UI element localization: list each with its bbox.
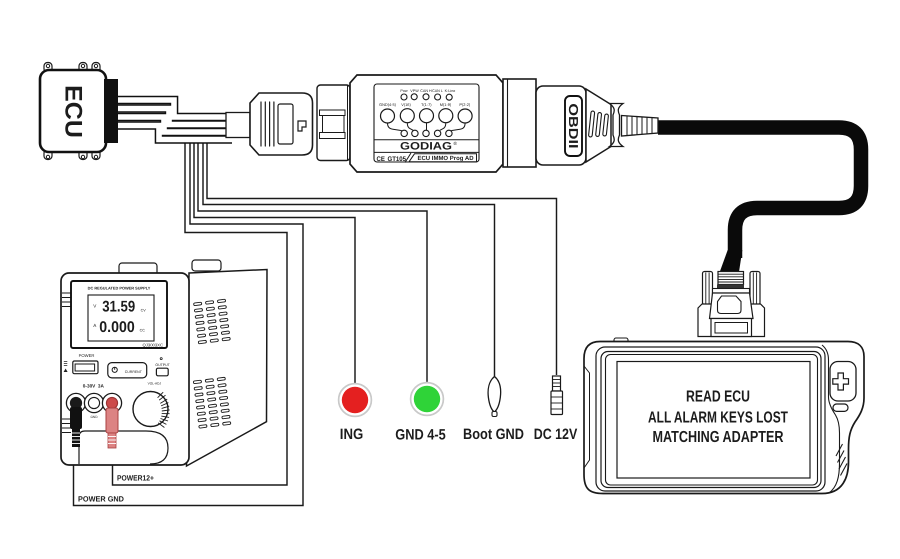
svg-text:CAN H: CAN H xyxy=(420,89,432,93)
svg-text:GND 4-5: GND 4-5 xyxy=(395,427,445,444)
svg-text:T(1-7): T(1-7) xyxy=(421,102,432,107)
svg-text:0.000: 0.000 xyxy=(99,319,134,336)
svg-text:V: V xyxy=(93,304,97,309)
svg-text:V(16): V(16) xyxy=(401,102,411,107)
svg-text:GND(4-5): GND(4-5) xyxy=(379,102,397,107)
svg-text:QJ3003XC: QJ3003XC xyxy=(143,343,163,348)
svg-text:POWER: POWER xyxy=(79,353,95,358)
svg-text:GT105: GT105 xyxy=(388,156,407,163)
svg-text:P(2-2): P(2-2) xyxy=(459,102,471,107)
svg-text:DC 12V: DC 12V xyxy=(534,426,578,443)
svg-text:VOL-ADJ: VOL-ADJ xyxy=(148,382,162,386)
svg-text:DC REGULATED POWER SUPPLY: DC REGULATED POWER SUPPLY xyxy=(88,286,151,291)
svg-text:POWER12+: POWER12+ xyxy=(117,474,154,483)
svg-text:ECU IMMO Prog AD: ECU IMMO Prog AD xyxy=(417,155,474,162)
svg-text:OUTPUT: OUTPUT xyxy=(155,363,170,367)
svg-text:POWER GND: POWER GND xyxy=(78,495,124,504)
svg-text:31.59: 31.59 xyxy=(102,298,135,315)
svg-text:ECU: ECU xyxy=(60,85,87,138)
svg-text:Boot GND: Boot GND xyxy=(463,426,524,443)
svg-text:CC: CC xyxy=(140,328,146,332)
svg-text:CURRENT: CURRENT xyxy=(125,370,143,374)
svg-text:GODIAG: GODIAG xyxy=(400,141,452,153)
svg-text:OBDII: OBDII xyxy=(566,103,581,148)
svg-text:CV: CV xyxy=(141,309,147,313)
svg-text:M(1-9): M(1-9) xyxy=(440,102,452,107)
svg-text:CE: CE xyxy=(377,156,386,163)
svg-text:0-30V 3A: 0-30V 3A xyxy=(83,384,105,389)
svg-text:VPW: VPW xyxy=(410,89,419,93)
svg-text:K-Line: K-Line xyxy=(445,89,456,93)
svg-text:ING: ING xyxy=(340,426,363,443)
svg-text:MATCHING ADAPTER: MATCHING ADAPTER xyxy=(653,429,784,446)
svg-text:GND: GND xyxy=(90,415,98,419)
svg-text:READ ECU: READ ECU xyxy=(686,389,750,406)
svg-text:CAN L: CAN L xyxy=(432,89,443,93)
svg-text:®: ® xyxy=(454,141,458,146)
svg-text:A: A xyxy=(93,323,97,328)
svg-text:ALL ALARM KEYS LOST: ALL ALARM KEYS LOST xyxy=(648,410,788,427)
svg-text:Pow: Pow xyxy=(400,89,408,93)
